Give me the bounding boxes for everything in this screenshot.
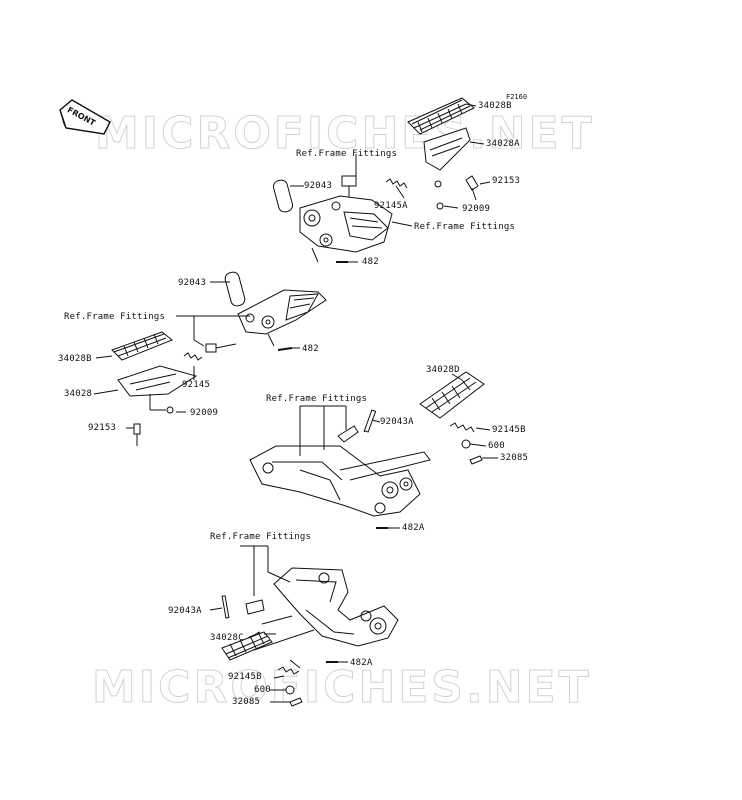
- ref-label: Ref.Frame Fittings: [296, 149, 398, 159]
- bracket-rear-right: [249, 445, 431, 517]
- ref-label: Ref.Frame Fittings: [210, 532, 312, 542]
- ref-label: Ref.Frame Fittings: [266, 394, 368, 404]
- part-label: 92043: [304, 181, 333, 191]
- part-label: 92145B: [228, 672, 262, 682]
- part-label: 92153: [492, 176, 521, 186]
- part-label: 482: [362, 257, 379, 267]
- part-label: 34028B: [58, 354, 92, 364]
- spring-92145b-rear-left: [277, 666, 300, 675]
- part-label: 482A: [350, 658, 373, 668]
- part-label: 92145A: [374, 201, 408, 211]
- part-label: 92153: [88, 423, 117, 433]
- part-label: 34028D: [426, 365, 460, 375]
- bolt-92153-left: [133, 423, 141, 446]
- pin-32085-rear-right: [469, 455, 483, 465]
- part-label: 92043A: [380, 417, 414, 427]
- footpeg-34028d: [419, 371, 485, 419]
- washer-600-rear-right: [461, 439, 471, 449]
- footpeg-34028-left: [117, 365, 198, 397]
- spring-92145-left: [183, 352, 203, 361]
- part-label: 92043A: [168, 606, 202, 616]
- part-label: 92009: [462, 204, 491, 214]
- footpeg-34028c: [221, 631, 273, 661]
- bolt-left: [205, 343, 237, 353]
- ref-label: Ref.Frame Fittings: [414, 222, 516, 232]
- bolt-92009-top: [436, 202, 444, 210]
- part-label: 34028B: [478, 101, 512, 111]
- bracket-rear-left: [253, 567, 399, 651]
- bolt-92009-left: [166, 406, 174, 414]
- washer-600-rear-left: [285, 685, 295, 695]
- pivot-pin-92043a-rear-left: [221, 595, 265, 619]
- pivot-pin-92043a-rear-right: [337, 409, 377, 443]
- watermark-bottom: MICROFICHES.NET: [92, 662, 592, 714]
- bracket-left: [237, 289, 327, 347]
- part-label: 92145: [182, 380, 211, 390]
- part-label: 34028: [64, 389, 93, 399]
- part-label: 600: [254, 685, 271, 695]
- part-label: 92145B: [492, 425, 526, 435]
- bolt-92153-top: [465, 175, 479, 201]
- spring-92145a-top: [385, 178, 408, 189]
- footpeg-34028a-top: [423, 127, 471, 188]
- ref-label: Ref.Frame Fittings: [64, 312, 166, 322]
- diagram-code: F2160: [506, 93, 528, 101]
- part-label: 92043: [178, 278, 207, 288]
- bracket-top-right: [299, 195, 393, 263]
- part-label: 482A: [402, 523, 425, 533]
- part-label: 32085: [232, 697, 261, 707]
- part-label: 34028A: [486, 139, 520, 149]
- spring-92145b-rear-right: [449, 422, 475, 433]
- part-label: 32085: [500, 453, 529, 463]
- footpeg-pad-34028b-left: [111, 331, 173, 361]
- part-label: 600: [488, 441, 505, 451]
- part-label: 34028C: [210, 633, 244, 643]
- part-label: 92009: [190, 408, 219, 418]
- part-label: 482: [302, 344, 319, 354]
- watermark-top: MICROFICHES.NET: [95, 108, 595, 160]
- pivot-pin-92043-left: [224, 271, 246, 307]
- footpeg-pad-34028b-top: [407, 97, 475, 135]
- pin-32085-rear-left: [289, 697, 303, 707]
- front-arrow-icon: [59, 99, 111, 135]
